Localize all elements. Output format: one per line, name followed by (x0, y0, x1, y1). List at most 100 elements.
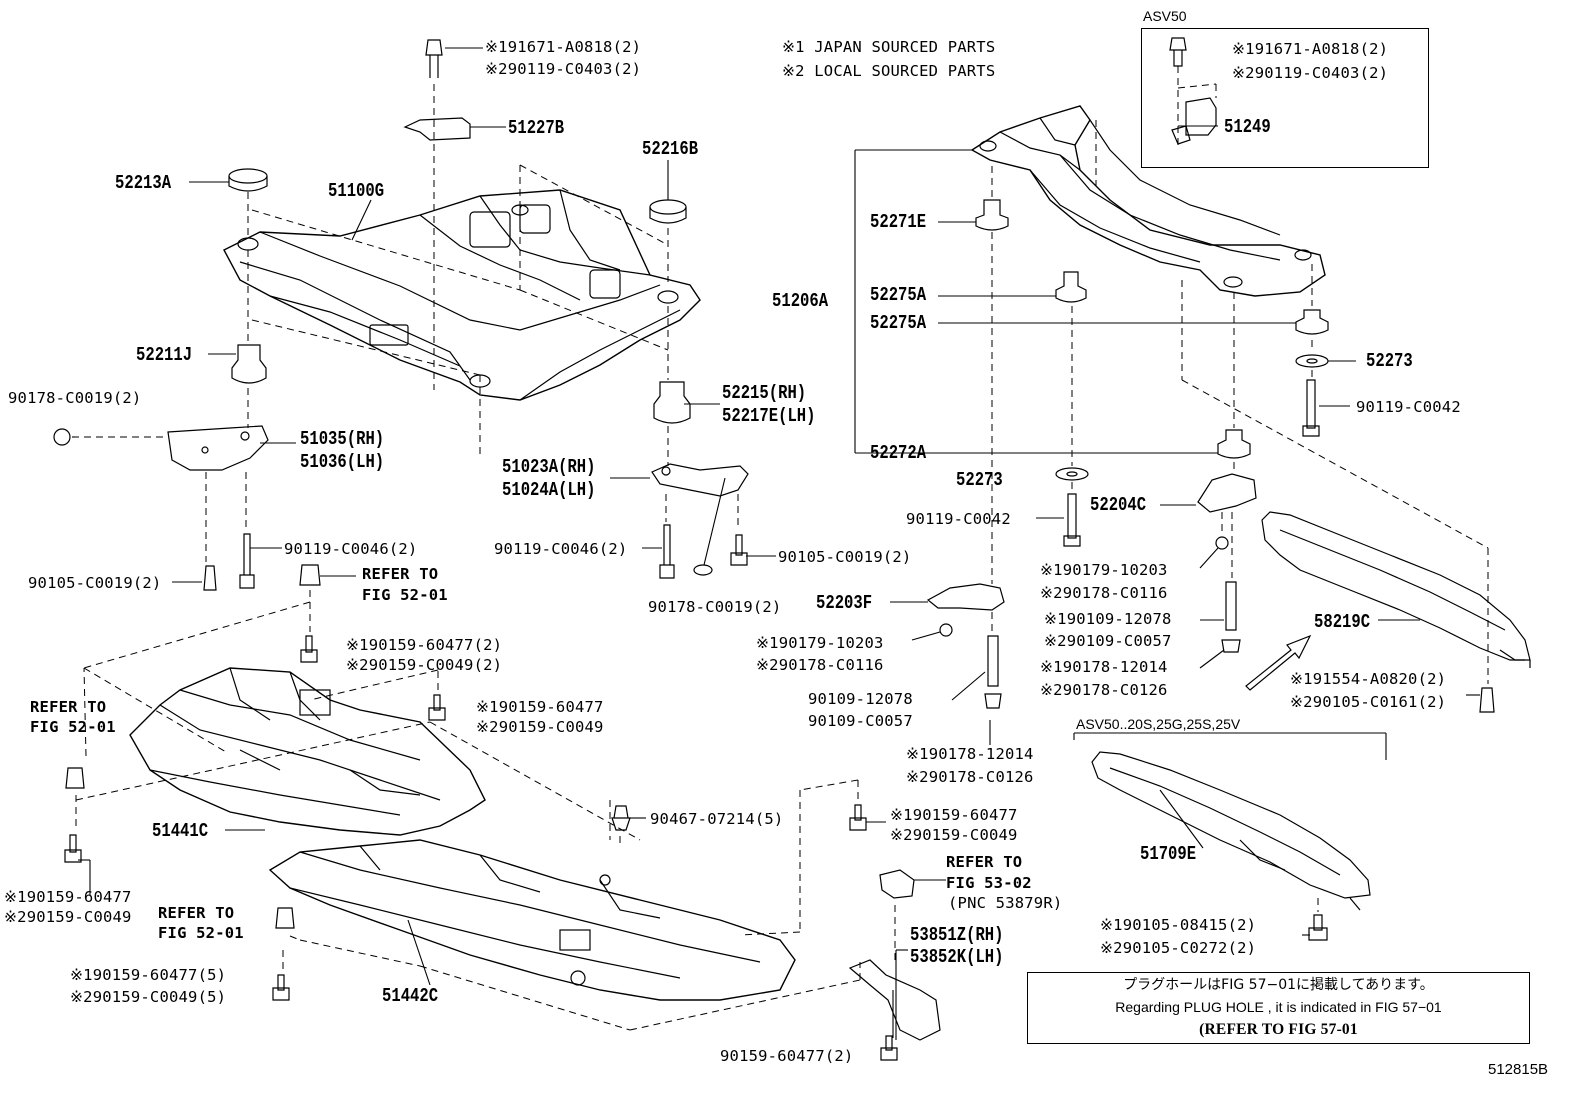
legend-japan: ※1 JAPAN SOURCED PARTS (782, 38, 996, 56)
r-nut2-a: ※190178-12014 (1040, 658, 1168, 676)
b709-bolt-b: ※290105-C0272(2) (1100, 939, 1257, 957)
part-52273-right: 52273 (1366, 350, 1413, 372)
right-bolt-a: ※190159-60477 (890, 806, 1018, 824)
note-refer: (REFER TO FIG 57-01 (1199, 1021, 1358, 1038)
r-stud-a: ※190109-12078 (1044, 610, 1172, 628)
shield-51442C (268, 839, 796, 1001)
mid-bolt-a: ※190159-60477(2) (346, 636, 503, 654)
refer-fig-52-01-b1: REFER TO (30, 698, 107, 716)
bolt-58219C (1479, 687, 1495, 713)
refer-fig-53-02-1: REFER TO (946, 853, 1023, 871)
bushing-52272A (1217, 429, 1251, 459)
bar-58219C (1261, 511, 1531, 668)
left-bolt-b: ※290159-C0049 (4, 908, 132, 926)
c-stud-b: 90109-C0057 (808, 712, 913, 730)
bracket-52203F (926, 583, 1005, 637)
direction-arrow (1245, 634, 1312, 691)
part-51023A: 51023A(RH) (502, 456, 596, 478)
bracket-51227B (403, 117, 471, 141)
bushing-52215 (653, 381, 691, 424)
figure-id: 512815B (1488, 1061, 1549, 1078)
bushing-52213A (228, 168, 268, 192)
bracket-51035 (167, 425, 269, 471)
asv50-inset-box (1141, 28, 1429, 168)
part-52275A-lower: 52275A (870, 312, 927, 334)
bar-51709E (1091, 751, 1371, 911)
part-52217E: 52217E(LH) (722, 405, 816, 427)
clip-90467-07214: 90467-07214(5) (650, 810, 784, 828)
bracket-53851Z (848, 869, 941, 1041)
left-bolt-a: ※190159-60477 (4, 888, 132, 906)
part-51036: 51036(LH) (300, 451, 385, 473)
part-52216B: 52216B (642, 138, 699, 160)
c-stud-a: 90109-12078 (808, 690, 913, 708)
part-51227B: 51227B (508, 117, 565, 139)
bushing-52275A-lower (1295, 309, 1329, 335)
refer-fig-52-01-b2: FIG 52-01 (30, 718, 116, 736)
bolt-90119-c0046-mid: 90119-C0046(2) (494, 540, 628, 558)
nut-90178-left (53, 428, 71, 446)
refer-fig-52-01-a2: FIG 52-01 (362, 586, 448, 604)
part-52213A: 52213A (115, 172, 172, 194)
r-nut-b: ※290178-C0116 (1040, 584, 1168, 602)
inset-parts (1169, 37, 1217, 145)
inset-bolt-b: ※290119-C0403(2) (1232, 64, 1389, 82)
part-52275A-upper: 52275A (870, 284, 927, 306)
part-52271E: 52271E (870, 211, 927, 233)
nut-90178-c0019-mid: 90178-C0019(2) (648, 598, 782, 616)
washer-52273 (1055, 354, 1329, 481)
part-52272A: 52272A (870, 442, 927, 464)
bracket-52204C (1197, 473, 1257, 550)
stud-center (984, 635, 1002, 709)
bracket-51023A (651, 463, 749, 497)
nut-90178-c0019-label: 90178-C0019(2) (8, 389, 142, 407)
note-japanese: プラグホールはFIG 57−01に掲載してあります。 (1123, 977, 1434, 993)
bolt-90105-c0019-left: 90105-C0019(2) (28, 574, 162, 592)
mid2-bolt-a: ※190159-60477 (476, 698, 604, 716)
shield-51441C (129, 667, 486, 836)
part-52203F: 52203F (816, 592, 873, 614)
bottom-bolt-b: ※290159-C0049(5) (70, 988, 227, 1006)
bolt-90119-C0042 (1063, 379, 1320, 547)
asv50-variant-label: ASV50..20S,25G,25S,25V (1076, 716, 1241, 732)
r-nut-a: ※190179-10203 (1040, 561, 1168, 579)
bushing-52216B (649, 199, 687, 224)
b709-bolt-a: ※190105-08415(2) (1100, 916, 1257, 934)
part-52211J: 52211J (136, 344, 193, 366)
bushing-52211J (231, 344, 267, 384)
top-bolt-a: ※191671-A0818(2) (485, 38, 642, 56)
rear-crossmember-51206A (970, 105, 1326, 297)
r-stud-b: ※290109-C0057 (1044, 632, 1172, 650)
part-58219C: 58219C (1314, 611, 1371, 633)
r-nut2-b: ※290178-C0126 (1040, 681, 1168, 699)
mid-bolt-b: ※290159-C0049(2) (346, 656, 503, 674)
inset-bolt-a: ※191671-A0818(2) (1232, 40, 1389, 58)
part-51035: 51035(RH) (300, 428, 385, 450)
part-53852K: 53852K(LH) (910, 946, 1004, 968)
bottom-bolt-a: ※190159-60477(5) (70, 966, 227, 984)
legend-local: ※2 LOCAL SOURCED PARTS (782, 62, 996, 80)
bolt-51709E (1308, 914, 1328, 941)
bolt-90119-c0042-center: 90119-C0042 (906, 510, 1011, 528)
note-english: Regarding PLUG HOLE , it is indicated in… (1115, 999, 1442, 1015)
part-51709E: 51709E (1140, 843, 1197, 865)
bolt-90105-c0019-mid: 90105-C0019(2) (778, 548, 912, 566)
refer-fig-52-01-c2: FIG 52-01 (158, 924, 244, 942)
c-nut-a: ※190179-10203 (756, 634, 884, 652)
bolt-90119-c0042-right: 90119-C0042 (1356, 398, 1461, 416)
refer-fig-53-02-2: FIG 53-02 (946, 874, 1032, 892)
bolts-left (64, 39, 898, 1061)
top-bolt-b: ※290119-C0403(2) (485, 60, 642, 78)
right-bolt-b: ※290159-C0049 (890, 826, 1018, 844)
part-53851Z: 53851Z(RH) (910, 924, 1004, 946)
stud-right (1221, 581, 1241, 653)
c-nut2-a: ※190178-12014 (906, 745, 1034, 763)
part-52204C: 52204C (1090, 494, 1147, 516)
part-51100G: 51100G (328, 180, 385, 202)
rr-bolt-b: ※290105-C0161(2) (1290, 693, 1447, 711)
plug-hole-note: プラグホールはFIG 57−01に掲載してあります。 Regarding PLU… (1027, 972, 1530, 1044)
part-51442C: 51442C (382, 985, 439, 1007)
part-51441C: 51441C (152, 820, 209, 842)
front-crossmember-51100G (223, 189, 701, 401)
